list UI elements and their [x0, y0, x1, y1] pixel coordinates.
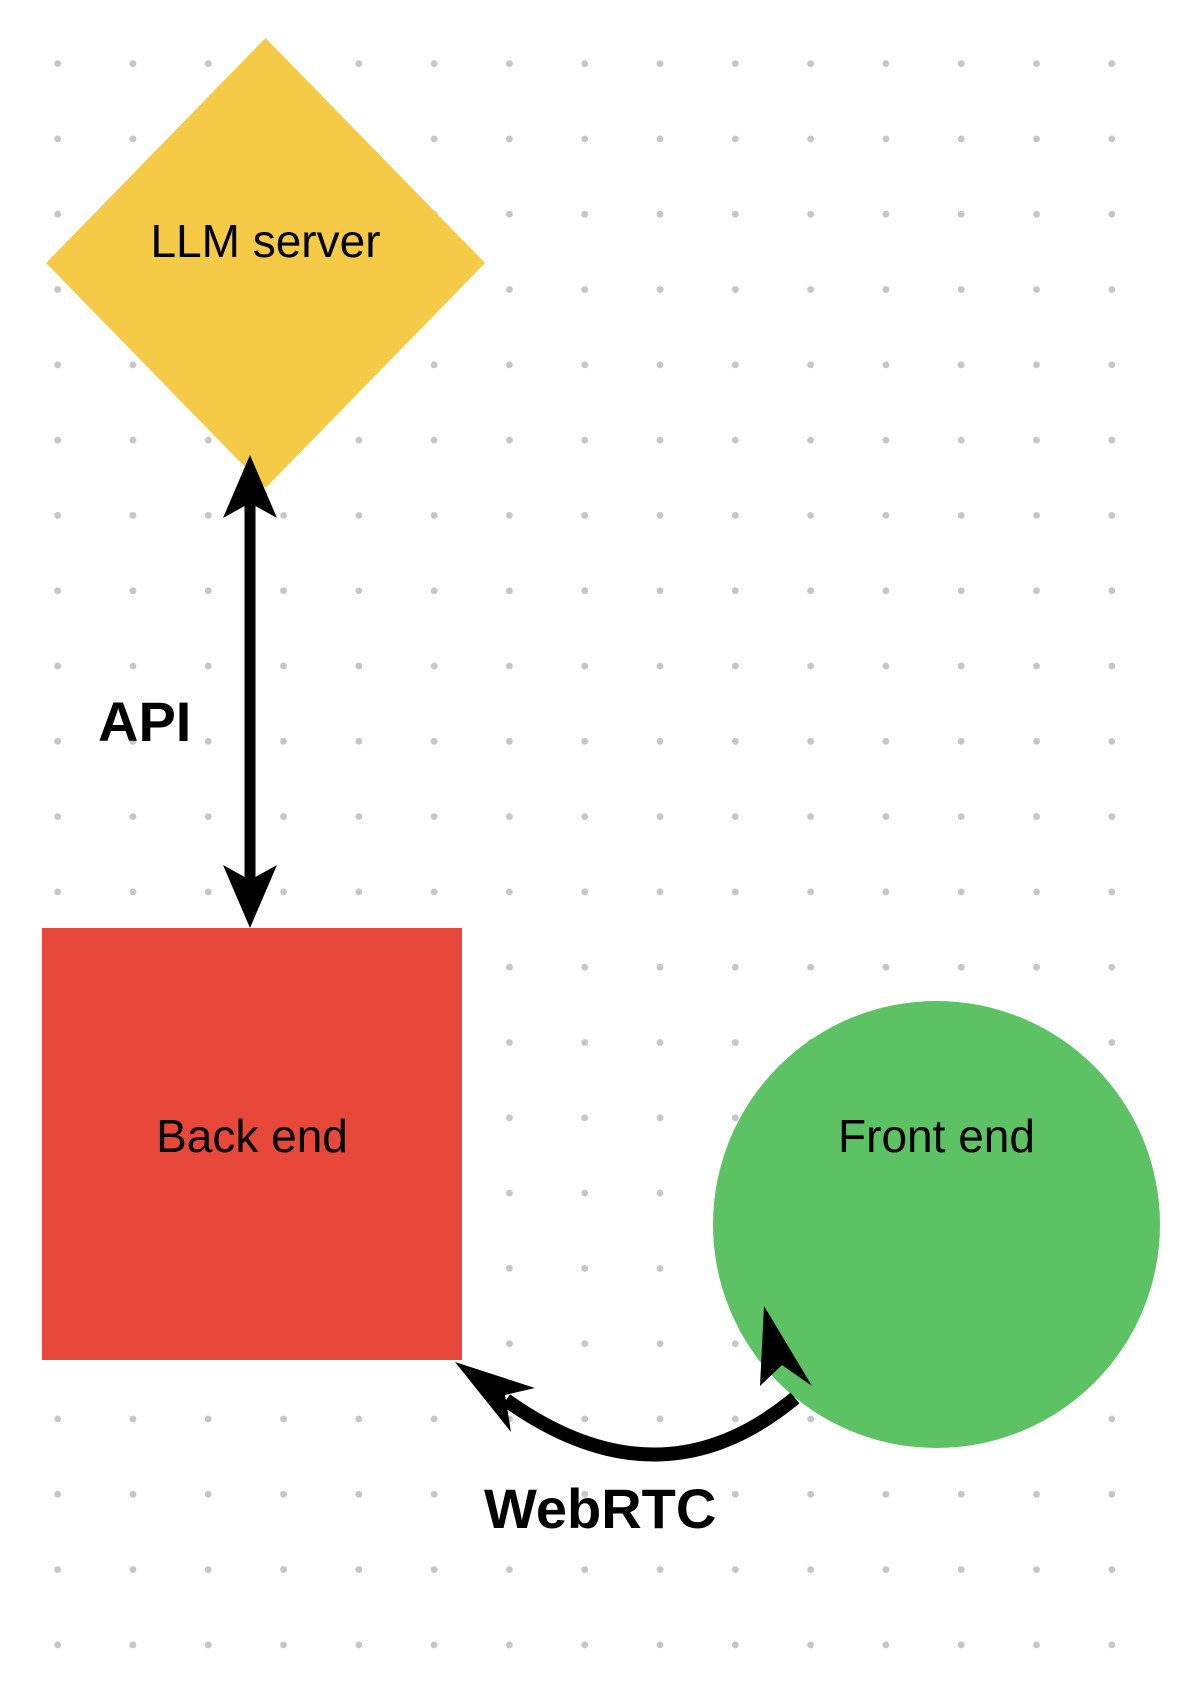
node-label-llm-server: LLM server [150, 215, 381, 267]
arrowhead-down-icon [223, 865, 277, 928]
node-back-end[interactable] [42, 928, 462, 1360]
node-front-end[interactable] [713, 1001, 1160, 1448]
diamond-shape [46, 38, 485, 488]
edge-label-webrtc: WebRTC [484, 1477, 717, 1540]
node-llm-server[interactable] [46, 38, 485, 488]
edge-api[interactable] [223, 455, 277, 928]
arrowhead-left-icon [455, 1362, 535, 1432]
node-label-front-end: Front end [838, 1110, 1035, 1162]
node-label-back-end: Back end [156, 1110, 348, 1162]
edge-label-api: API [98, 690, 192, 753]
